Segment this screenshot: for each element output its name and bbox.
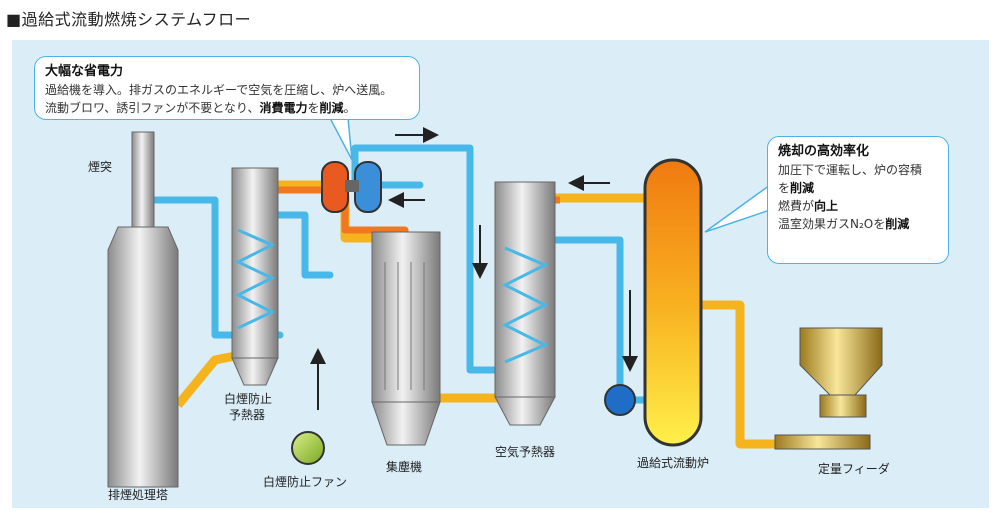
furnace: [643, 158, 703, 447]
label-preheater-white-1: 白煙防止: [224, 392, 273, 406]
callout-efficiency-tail: [704, 183, 771, 233]
label-feeder: 定量フィーダ: [818, 462, 890, 476]
dust-collector: [371, 231, 441, 446]
callout-efficiency-line2: を削減: [778, 181, 815, 195]
label-white-fan: 白煙防止ファン: [263, 475, 348, 489]
air-preheater: [494, 181, 556, 426]
callout-efficiency-line4: 温室効果ガスN₂Oを削減: [778, 217, 910, 231]
label-furnace: 過給式流動炉: [637, 456, 710, 470]
label-dust-collector: 集塵機: [386, 460, 423, 474]
feeder: [774, 327, 883, 450]
label-scrubber: 排煙処理塔: [108, 488, 169, 502]
label-preheater-white-2: 予熱器: [229, 408, 266, 422]
callout-power-heading: 大幅な省電力: [45, 64, 124, 79]
callout-efficiency-line3: 燃費が向上: [778, 199, 839, 213]
callout-power: 大幅な省電力 過給機を導入。排ガスのエネルギーで空気を圧縮し、炉へ送風。 流動ブ…: [34, 56, 420, 120]
callout-power-line2: 流動ブロワ、誘引ファンが不要となり、消費電力を削減。: [45, 101, 356, 115]
page-title: ■過給式流動燃焼システムフロー: [6, 10, 252, 29]
callout-efficiency-heading: 焼却の高効率化: [778, 144, 870, 159]
callout-efficiency: 焼却の高効率化 加圧下で運転し、炉の容積 を削減 燃費が向上 温室効果ガスN₂O…: [767, 136, 949, 264]
flow-arrows: [310, 127, 638, 410]
label-chimney: 煙突: [88, 160, 113, 174]
supercharger: [321, 161, 382, 213]
blower: [604, 384, 636, 416]
chimney: [107, 131, 179, 488]
callout-efficiency-line1: 加圧下で運転し、炉の容積: [778, 163, 923, 177]
label-air-preheater: 空気予熱器: [495, 445, 556, 459]
white-smoke-fan: [291, 431, 325, 465]
callout-power-tail: [328, 117, 353, 161]
callout-power-line1: 過給機を導入。排ガスのエネルギーで空気を圧縮し、炉へ送風。: [45, 83, 393, 97]
white-smoke-preheater: [231, 167, 279, 386]
